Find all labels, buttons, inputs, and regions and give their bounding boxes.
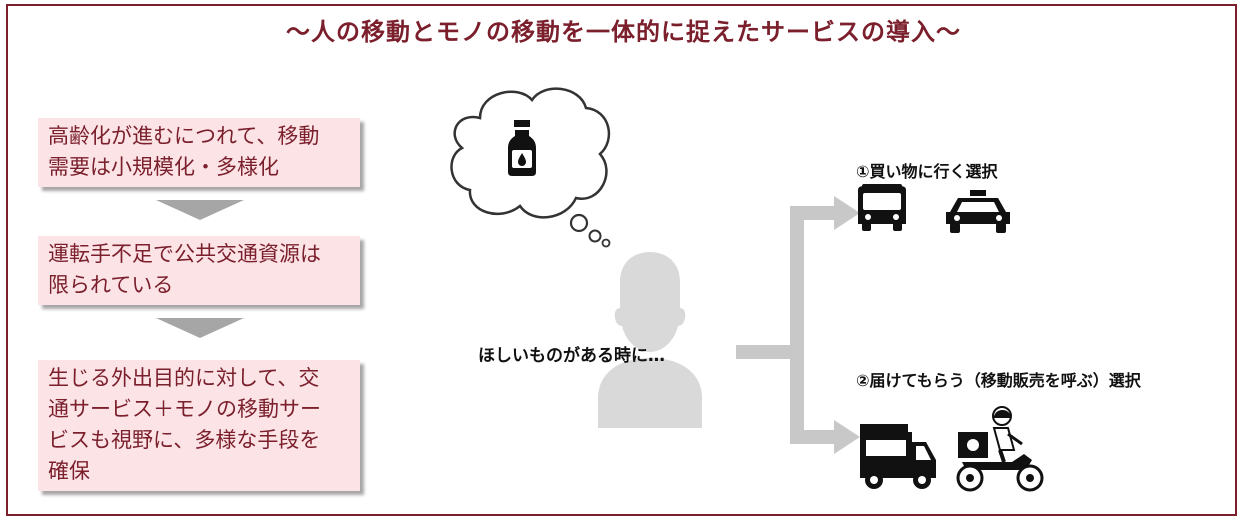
taxi-icon: [946, 190, 1010, 233]
step-3-line-1: 生じる外出目的に対して、交: [48, 366, 320, 390]
step-box-2: 運転手不足で公共交通資源は 限られている: [38, 236, 360, 305]
milk-bottle-icon: [508, 120, 536, 176]
step-1-line-2: 需要は小規模化・多様化: [48, 155, 279, 179]
step-3-line-4: 確保: [48, 459, 90, 483]
step-2-line-1: 運転手不足で公共交通資源は: [48, 242, 321, 266]
step-1-line-1: 高齢化が進むにつれて、移動: [48, 124, 320, 148]
person-caption: ほしいものがある時に…: [478, 346, 665, 366]
down-triangle-1: [156, 200, 244, 220]
diagram-title: ～人の移動とモノの移動を一体的に捉えたサービスの導入～: [286, 18, 961, 46]
bus-icon: [858, 184, 906, 231]
delivery-scooter-icon: [956, 406, 1044, 492]
step-box-3: 生じる外出目的に対して、交 通サービス＋モノの移動サー ビスも視野に、多様な手段…: [38, 360, 360, 491]
step-box-1: 高齢化が進むにつれて、移動 需要は小規模化・多様化: [38, 118, 360, 187]
step-2-line-2: 限られている: [48, 273, 174, 297]
option-2-label: ②届けてもらう（移動販売を呼ぶ）選択: [856, 371, 1141, 390]
down-triangle-2: [156, 318, 244, 338]
person-icon: [598, 252, 702, 428]
branch-arrows: [736, 196, 860, 454]
step-3-line-2: 通サービス＋モノの移動サー: [48, 397, 321, 421]
step-3-line-3: ビスも視野に、多様な手段を: [48, 428, 321, 452]
option-1-label: ①買い物に行く選択: [856, 162, 998, 181]
food-truck-icon: [860, 424, 936, 489]
